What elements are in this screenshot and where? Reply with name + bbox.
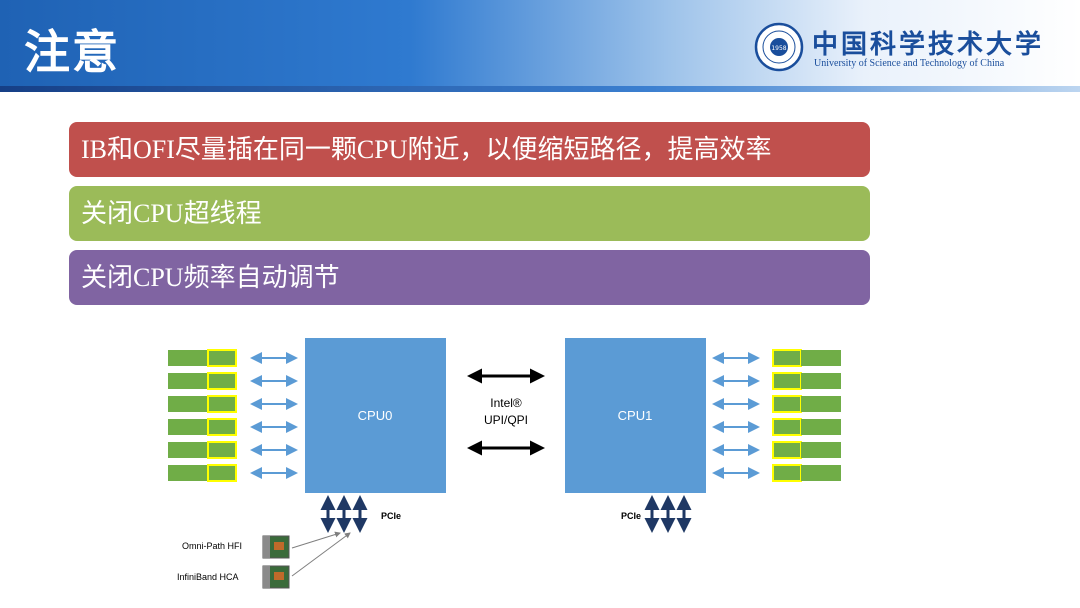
university-name-cn: 中国科学技术大学 [812,30,1045,60]
header-bar [0,0,1080,92]
memory-module [168,395,237,413]
cpu1-memory-arrows [712,352,760,479]
note-disable-frequency-scaling: 关闭CPU频率自动调节 [69,250,870,305]
page-title: 注意 [24,25,120,79]
pcie-label-left: PCIe [381,511,401,521]
memory-module [772,372,841,390]
cpu1-pcie-arrows [644,495,692,533]
pcie-label-right: PCIe [621,511,641,521]
interconnect-label-type: UPI/QPI [484,413,528,427]
cpu1-memory-slots [772,349,841,482]
cpu0-label: CPU0 [358,408,393,423]
memory-module [772,464,841,482]
cpu0-memory-arrows [250,352,298,479]
memory-module [772,441,841,459]
memory-module [772,349,841,367]
cpu1-block [565,338,706,493]
memory-module [772,418,841,436]
interconnect-label-vendor: Intel® [490,396,522,410]
memory-module [168,441,237,459]
memory-module [168,464,237,482]
seal-year: 1958 [771,45,786,52]
cpu0-memory-slots [168,349,237,482]
memory-module [772,395,841,413]
cpu-topology-diagram: CPU0 Intel® UPI/QPI CPU1 PCIe PCI [168,338,841,589]
card-connector-lines [291,531,351,577]
infiniband-card-icon [262,565,290,589]
cpu1-label: CPU1 [618,408,653,423]
memory-module [168,418,237,436]
note-disable-hyperthreading: 关闭CPU超线程 [69,186,870,241]
note-ib-ofi-placement: IB和OFI尽量插在同一颗CPU附近，以便缩短路径，提高效率 [69,122,870,177]
interconnect-arrows [467,368,545,456]
university-name-en: University of Science and Technology of … [814,58,1005,69]
memory-module [168,372,237,390]
omni-path-card-icon [262,535,290,559]
university-seal-icon: 1958 [754,22,804,72]
header-stripe [0,86,1080,92]
cpu0-block [305,338,446,493]
memory-module [168,349,237,367]
infiniband-label: InfiniBand HCA [177,572,239,582]
cpu0-pcie-arrows [320,495,368,533]
omni-path-label: Omni-Path HFI [182,541,242,551]
